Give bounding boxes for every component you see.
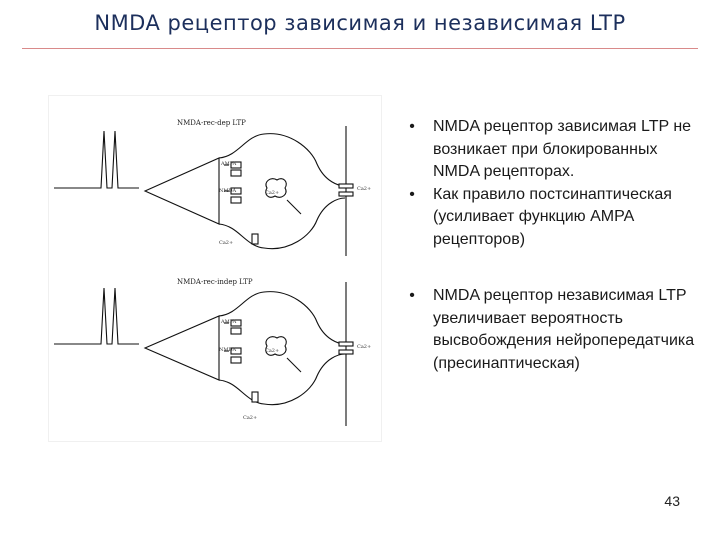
ca-label-vesicle-bottom: Ca2+ [265, 348, 279, 354]
slide-title: NMDA рецептор зависимая и независимая LT… [94, 11, 626, 35]
page-number: 43 [664, 493, 680, 509]
synapse-figure: NMDA-rec-dep LTP NMDA-rec-indep LTP AMPA… [48, 95, 382, 442]
arrow-bottom [286, 357, 302, 373]
ca-label-membrane-bottom: Ca2+ [357, 344, 371, 350]
bullet-dot: • [409, 287, 415, 304]
title-divider [22, 48, 698, 49]
bullet-dot: • [409, 185, 415, 203]
vesicle-bottom [265, 336, 287, 356]
top-panel-label: NMDA-rec-dep LTP [177, 119, 246, 127]
arrow-top [286, 199, 302, 215]
ca-label-bottom-bottom: Ca2+ [243, 415, 257, 421]
bullet-item: • NMDA рецептор зависимая LTP не возника… [405, 116, 705, 184]
synapse-diagram: NMDA-rec-dep LTP NMDA-rec-indep LTP AMPA… [54, 119, 371, 426]
bullet-text: NMDA рецептор зависимая LTP не возникает… [433, 118, 692, 180]
nmda-label-top: NMDA [219, 188, 237, 194]
bullet-item: • NMDA рецептор независимая LTP увеличив… [405, 285, 705, 375]
ca-label-membrane-top: Ca2+ [357, 186, 371, 192]
presynaptic-upper-bottom [218, 291, 346, 345]
presynaptic-lower-top [218, 197, 346, 250]
presynaptic-upper-top [218, 133, 346, 187]
nmda-label-bottom: NMDA [219, 347, 237, 353]
axon-triangle-top [143, 157, 220, 225]
bullet-dot: • [409, 118, 415, 135]
bullet-list: • NMDA рецептор зависимая LTP не возника… [405, 116, 705, 375]
vesicle-top [265, 178, 287, 198]
ca-label-vesicle-top: Ca2+ [265, 190, 279, 196]
ca-label-top-bottom: Ca2+ [219, 240, 233, 246]
presynaptic-lower-bottom [218, 353, 346, 406]
bottom-panel-label: NMDA-rec-indep LTP [177, 278, 253, 286]
bullet-item: • Как правило постсинаптическая (усилива… [405, 184, 705, 252]
ampa-label-bottom: AMPA [220, 319, 237, 325]
bullet-text: NMDA рецептор независимая LTP увеличивае… [433, 287, 695, 372]
bullet-text: Как правило постсинаптическая (усиливает… [433, 185, 672, 248]
spike-trace-bottom [54, 287, 139, 345]
ampa-label-top: AMPA [220, 161, 237, 167]
spike-trace-top [54, 130, 139, 189]
axon-triangle-bottom [143, 315, 220, 381]
